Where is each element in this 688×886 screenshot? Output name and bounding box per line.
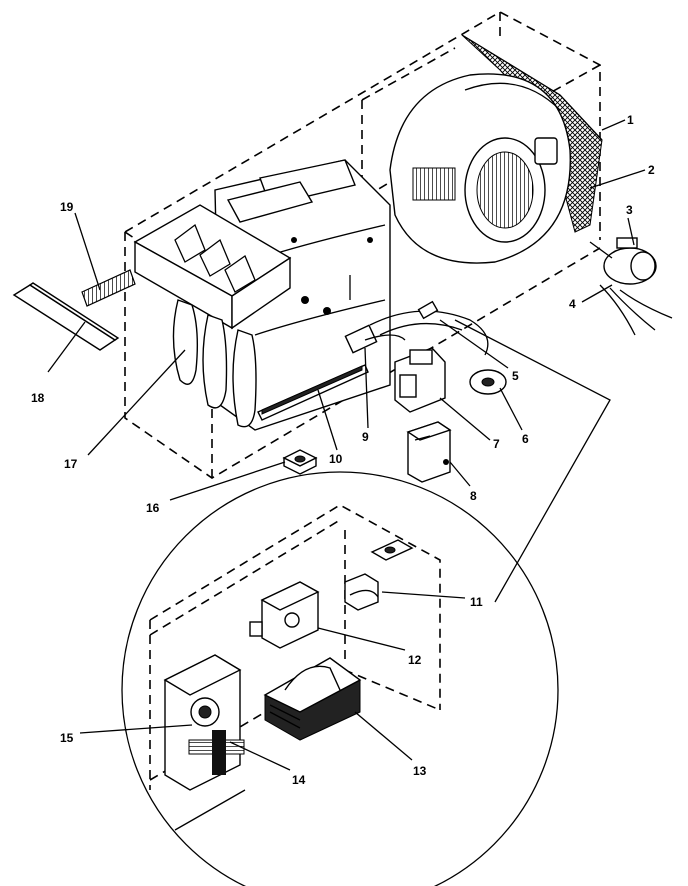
ignitor: [344, 324, 406, 354]
limit-switch: [282, 449, 318, 475]
blower-wheel: [389, 73, 571, 264]
callout-10: 10: [329, 452, 343, 466]
callout-14: 14: [292, 773, 306, 787]
detail-control-panel: [149, 504, 441, 831]
detail-circle: [121, 319, 611, 886]
blower-motor: [589, 237, 673, 336]
burner-tubes: [172, 299, 257, 428]
leader-lines: [47, 119, 646, 771]
callout-9: 9: [362, 430, 369, 444]
callout-5: 5: [512, 369, 519, 383]
detail-relay: [249, 581, 320, 649]
callout-15: 15: [60, 731, 74, 745]
detail-capacitor-bracket: [163, 654, 245, 791]
callout-16: 16: [146, 501, 160, 515]
gas-valve: [394, 347, 446, 413]
callout-17: 17: [64, 457, 78, 471]
callout-2: 2: [648, 163, 655, 177]
callout-19: 19: [60, 200, 74, 214]
detail-switch: [344, 573, 379, 611]
vent-collector-box: [133, 204, 292, 330]
callout-11: 11: [470, 595, 483, 609]
callout-4: 4: [569, 297, 576, 311]
heat-exchanger: [214, 159, 391, 431]
callout-12: 12: [408, 653, 422, 667]
callouts: 1 2 3 4 5 6 7 8 9 10 11 12 13 14 15 16 1…: [31, 113, 655, 787]
callout-8: 8: [470, 489, 477, 503]
filter-rack: [81, 269, 136, 307]
grommet: [469, 369, 507, 395]
callout-7: 7: [493, 437, 500, 451]
callout-18: 18: [31, 391, 45, 405]
transformer: [406, 421, 452, 483]
detail-mounting-tab: [370, 539, 414, 561]
burner-manifold: [257, 364, 369, 421]
callout-13: 13: [413, 764, 427, 778]
callout-1: 1: [627, 113, 634, 127]
detail-transformer: [263, 657, 362, 741]
callout-6: 6: [522, 432, 529, 446]
callout-3: 3: [626, 203, 633, 217]
filter: [12, 282, 120, 351]
gas-tubing: [369, 300, 489, 356]
